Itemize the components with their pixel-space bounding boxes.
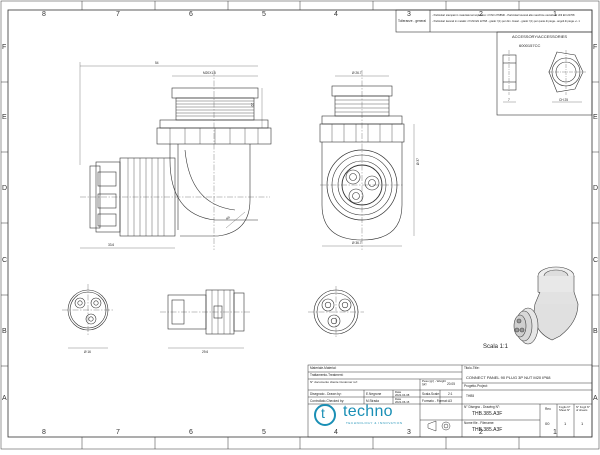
zone-col-3-bottom: 3 xyxy=(407,429,411,436)
zone-col-2-bottom: 2 xyxy=(479,429,483,436)
tb-scale-label: Scala-Scale: xyxy=(422,392,440,396)
front-view xyxy=(319,70,415,250)
tolerance-line-2: - Particolari lavorati in metallo: rif U… xyxy=(432,20,580,23)
tb-drawn-value: E.Negrone xyxy=(366,392,382,396)
front-dim-top: Ø 26.7 xyxy=(352,71,362,75)
tb-sheets-label: N° Fogli N° of sheets xyxy=(576,405,590,413)
tb-date-label-1: Data xyxy=(395,390,401,394)
zone-col-4-bottom: 4 xyxy=(334,429,338,436)
tb-date-label-2: Data xyxy=(395,397,401,401)
tb-sheet-value: 1 xyxy=(564,421,567,426)
tb-format-label: Formato - Format: xyxy=(422,399,448,403)
side-view-dim: 29.6 xyxy=(202,350,209,354)
main-dim-side: 22 xyxy=(250,103,254,107)
zone-row-B-right: B xyxy=(593,328,598,335)
accessory-dim-left: 7 xyxy=(508,98,510,102)
tb-filename-value: THB.385.A3F xyxy=(472,427,503,433)
main-side-view xyxy=(79,62,272,250)
zone-row-C-right: C xyxy=(593,257,599,264)
zone-row-E: E xyxy=(2,114,7,121)
zone-col-3: 3 xyxy=(407,11,411,18)
accessory-box xyxy=(496,31,593,116)
tolerance-line-1: - Particolari stampati in materiale term… xyxy=(432,14,575,17)
tb-project-value: THB5 xyxy=(466,394,475,398)
zone-col-5-bottom: 5 xyxy=(262,429,266,436)
plug-side-view xyxy=(160,289,250,349)
tb-drawing-no-value: THB.385.A3F xyxy=(472,411,503,417)
accessory-code: 6000157CC xyxy=(519,43,541,48)
zone-row-D-right: D xyxy=(593,185,599,192)
socket-end-view xyxy=(308,286,364,338)
zone-row-E-right: E xyxy=(593,114,598,121)
tb-format-value: A3 xyxy=(448,399,452,403)
brand-name: techno xyxy=(343,403,393,420)
main-dim-thread: M20X1.5 xyxy=(203,71,216,75)
main-dim-top: 54 xyxy=(155,61,159,65)
zone-row-A: A xyxy=(2,395,7,402)
pin-end-view xyxy=(62,284,114,349)
tb-filename-label: Nome file - Filename: xyxy=(464,421,495,425)
zone-col-1-bottom: 1 xyxy=(553,429,557,436)
tolerance-box xyxy=(395,9,593,33)
zone-col-2: 2 xyxy=(479,11,483,18)
tb-weight-value: 20.05 xyxy=(447,382,455,386)
zone-row-F-right: F xyxy=(593,44,598,51)
tolerance-label: Tolleranze - general xyxy=(398,19,426,23)
isometric-render xyxy=(513,266,579,345)
tb-sheets-value: 1 xyxy=(581,421,584,426)
brand-tagline: TECHNOLOGY & INNOVATION xyxy=(346,421,403,425)
tb-material-label: Materiale-Material: xyxy=(310,366,337,370)
zone-col-8: 8 xyxy=(42,11,46,18)
tb-treatment-label: Trattamento-Treatment: xyxy=(310,373,344,377)
zone-col-6-bottom: 6 xyxy=(189,429,193,436)
zone-col-8-bottom: 8 xyxy=(42,429,46,436)
tb-drawing-no-label: N° Disegno - Drawing N°: xyxy=(464,405,501,409)
zone-col-6: 6 xyxy=(189,11,193,18)
zone-col-5: 5 xyxy=(262,11,266,18)
tb-rev-value: 00 xyxy=(545,421,550,426)
title-block xyxy=(307,364,593,438)
zone-row-D: D xyxy=(2,185,8,192)
tb-sheet-label: Foglio N° Sheet N° xyxy=(559,405,571,413)
zone-col-4: 4 xyxy=(334,11,338,18)
zone-col-7: 7 xyxy=(116,11,120,18)
front-dim-right: Ø 37 xyxy=(416,158,420,165)
zone-row-C: C xyxy=(2,257,8,264)
tb-checked-label: Controllato-Checked by: xyxy=(310,399,345,403)
front-dim-bottom: Ø 36.7 xyxy=(352,241,362,245)
accessory-title: ACCESSORY/ACCESSORIES xyxy=(512,34,568,39)
accessory-nut-front xyxy=(548,50,586,95)
main-dim-bottom: 33.6 xyxy=(108,243,115,247)
techno-logo-letter: t xyxy=(321,405,325,421)
zone-col-7-bottom: 7 xyxy=(116,429,120,436)
tb-weight-label: Peso [gr] - Weight [gr]: xyxy=(422,379,446,387)
tb-rev-label: Rev. xyxy=(545,407,552,411)
tb-title-label: Titolo-Title: xyxy=(464,366,480,370)
techno-logo-icon xyxy=(314,404,336,426)
pin-view-dim: Ø 16 xyxy=(84,350,91,354)
tb-checked-value: M.Strada xyxy=(366,399,379,403)
tb-title-value: CONNECT PANEL 90 PLUG 3P NUT M20 IP68 xyxy=(466,375,551,380)
tb-drawn-label: Disegnato - Drawn by: xyxy=(310,392,342,396)
accessory-dim-right: CH 25 xyxy=(559,98,569,102)
zone-col-1: 1 xyxy=(553,11,557,18)
tb-project-label: Progetto-Project: xyxy=(464,384,488,388)
accessory-nut-side xyxy=(502,50,517,95)
outer-frame xyxy=(7,9,593,438)
tb-scale-value: 2:1 xyxy=(448,392,453,396)
tb-customer-label: N° documento cliente Customer ref: xyxy=(310,380,358,384)
zone-row-F: F xyxy=(2,44,7,51)
tb-date-1: 2022-04-08 xyxy=(395,393,410,397)
zone-row-B: B xyxy=(2,328,7,335)
scale-note: Scala 1:1 xyxy=(483,344,509,350)
tb-date-2: 2022-06-15 xyxy=(395,400,410,404)
zone-row-A-right: A xyxy=(593,395,598,402)
